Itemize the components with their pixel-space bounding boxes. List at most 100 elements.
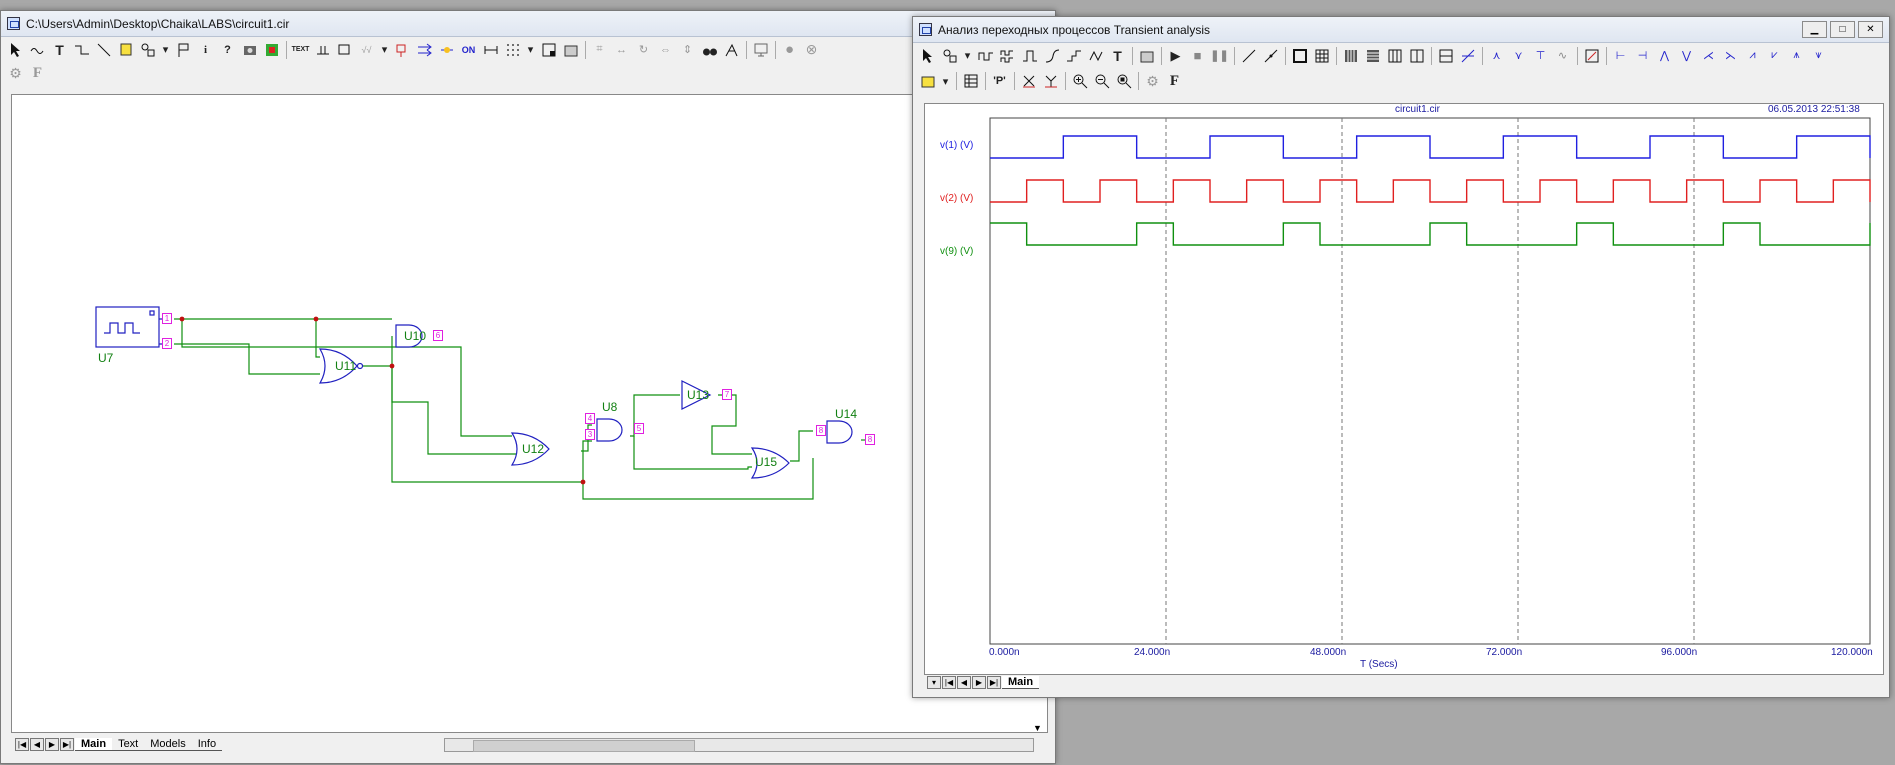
select-frame-icon[interactable]: ⌗ <box>596 43 603 55</box>
y-scale-icon[interactable] <box>1042 73 1059 90</box>
grid-columns-icon[interactable] <box>1386 47 1403 64</box>
dropdown-arrow-icon-2[interactable]: ▾ <box>942 75 949 88</box>
probe-icon[interactable] <box>394 41 411 58</box>
scroll-thumb[interactable] <box>473 740 695 752</box>
flow-arrows-icon[interactable] <box>416 41 433 58</box>
monitor-icon[interactable] <box>752 41 769 58</box>
prev-tab-icon[interactable]: ◀ <box>957 676 971 689</box>
horizontal-scrollbar[interactable] <box>444 738 1034 752</box>
find-binoculars-icon[interactable] <box>701 41 718 58</box>
rise-time-icon[interactable] <box>1021 47 1038 64</box>
shapes-icon[interactable] <box>941 47 958 64</box>
valley-find-icon[interactable]: ⋁ <box>1681 50 1692 62</box>
grid-icon[interactable] <box>504 41 521 58</box>
palette-icon[interactable] <box>263 41 280 58</box>
dropdown-arrow-icon[interactable]: ▾ <box>964 50 971 62</box>
schematic-titlebar[interactable]: C:\Users\Admin\Desktop\Chaika\LABS\circu… <box>1 11 1055 37</box>
pause-icon[interactable]: ❚❚ <box>1210 50 1229 62</box>
grid-toggle-icon[interactable] <box>1313 47 1330 64</box>
stop-circle-icon[interactable]: ● <box>784 41 795 58</box>
component-label[interactable]: U12 <box>522 442 545 456</box>
component-label[interactable]: U13 <box>687 388 710 402</box>
analysis-titlebar[interactable]: Анализ переходных процессов Transient an… <box>913 17 1889 43</box>
split-horizontal-icon[interactable] <box>1437 47 1454 64</box>
text-tool-icon[interactable]: T <box>1113 47 1122 64</box>
font-tool-icon[interactable]: F <box>1169 72 1180 89</box>
x-scale-icon[interactable] <box>1020 73 1037 90</box>
slope-icon[interactable] <box>1043 47 1060 64</box>
text-tool-icon[interactable]: T <box>55 41 64 58</box>
chart-window-icon[interactable] <box>1583 47 1600 64</box>
max-icon[interactable]: ⩘ <box>1749 49 1756 61</box>
info-icon[interactable]: i <box>203 43 208 56</box>
p-marker-icon[interactable]: 'P' <box>993 75 1006 87</box>
next-tab-icon[interactable]: ▶ <box>45 738 59 751</box>
component-label[interactable]: U15 <box>755 455 778 469</box>
rotate-icon[interactable]: ↻ <box>638 44 649 56</box>
pulse-width-icon[interactable] <box>1087 47 1104 64</box>
grid-dense-icon[interactable] <box>1342 47 1359 64</box>
component-label[interactable]: U7 <box>98 351 114 365</box>
diagonal-wire-icon[interactable] <box>95 41 112 58</box>
shapes-icon[interactable] <box>139 41 156 58</box>
flag-icon[interactable] <box>175 41 192 58</box>
close-circle-icon[interactable]: ⊗ <box>805 41 818 57</box>
valley-icon[interactable]: ⋎ <box>1514 50 1523 62</box>
mirror-vertical-icon[interactable]: ⇕ <box>682 44 693 56</box>
slope-down-icon[interactable]: ⋋ <box>1725 50 1736 62</box>
on-switch-icon[interactable]: ON <box>461 44 476 55</box>
vertical-scroll-down-icon[interactable]: ▼ <box>1033 723 1042 733</box>
line-plot-icon[interactable] <box>1240 47 1257 64</box>
component-label[interactable]: U14 <box>835 407 858 421</box>
plot-area[interactable]: circuit1.cir 06.05.2013 22:51:38 v(1) (V… <box>924 103 1884 675</box>
maximize-button[interactable]: □ <box>1830 21 1855 38</box>
tab-text[interactable]: Text <box>112 738 145 751</box>
zoom-out-icon[interactable] <box>1093 73 1110 90</box>
dropdown-arrow-icon[interactable]: ▾ <box>162 44 169 56</box>
first-tab-icon[interactable]: |◀ <box>15 738 29 751</box>
grid-split-icon[interactable] <box>1408 47 1425 64</box>
border-icon[interactable] <box>540 41 557 58</box>
grid-horizontal-icon[interactable] <box>1364 47 1381 64</box>
global-min-icon[interactable]: ⩛ <box>1815 49 1822 61</box>
dropdown-arrow-icon-3[interactable]: ▾ <box>527 44 534 56</box>
close-button[interactable]: ✕ <box>1858 21 1883 38</box>
high-icon[interactable]: ⊤ <box>1535 50 1546 62</box>
dropdown-arrow-icon-2[interactable]: ▾ <box>381 44 388 56</box>
waveform-cursor-icon[interactable] <box>977 47 994 64</box>
orthogonal-wire-icon[interactable] <box>73 41 90 58</box>
select-arrow-icon[interactable] <box>919 47 936 64</box>
tab-main[interactable]: Main <box>75 738 113 751</box>
help-icon[interactable]: ? <box>224 43 231 56</box>
wire-wave-icon[interactable] <box>29 41 46 58</box>
wave-icon[interactable]: ∿ <box>1557 50 1568 62</box>
gear-icon[interactable]: ⚙ <box>9 64 22 81</box>
global-max-icon[interactable]: ⩚ <box>1793 49 1800 61</box>
peak-find-icon[interactable]: ⋀ <box>1659 50 1670 62</box>
cursor-right-icon[interactable]: ⊣ <box>1637 50 1648 62</box>
flip-icon[interactable]: ↔ <box>616 43 627 56</box>
component-icon[interactable] <box>117 41 134 58</box>
peak-icon[interactable]: ⋏ <box>1492 50 1501 62</box>
current-icon[interactable] <box>438 41 455 58</box>
node-numbers-icon[interactable] <box>314 41 331 58</box>
last-tab-icon[interactable]: ▶| <box>987 676 1001 689</box>
camera-icon[interactable] <box>241 41 258 58</box>
properties-icon[interactable] <box>1138 47 1155 64</box>
first-tab-icon[interactable]: |◀ <box>942 676 956 689</box>
component-list-icon[interactable] <box>919 73 936 90</box>
zoom-in-icon[interactable] <box>1071 73 1088 90</box>
pin-connections-icon[interactable] <box>336 41 353 58</box>
stop-icon[interactable]: ■ <box>1193 48 1202 63</box>
min-icon[interactable]: ⩗ <box>1771 49 1778 61</box>
dropdown-icon[interactable]: ▾ <box>927 676 941 689</box>
table-icon[interactable] <box>962 73 979 90</box>
last-tab-icon[interactable]: ▶| <box>60 738 74 751</box>
zoom-fit-icon[interactable] <box>1115 73 1132 90</box>
properties-icon[interactable] <box>562 41 579 58</box>
component-label[interactable]: U10 <box>404 329 427 343</box>
cursor-left-icon[interactable]: ⊢ <box>1615 50 1626 62</box>
tab-info[interactable]: Info <box>191 738 223 751</box>
run-play-icon[interactable]: ▶ <box>1170 47 1181 63</box>
frame-icon[interactable] <box>1291 47 1308 64</box>
